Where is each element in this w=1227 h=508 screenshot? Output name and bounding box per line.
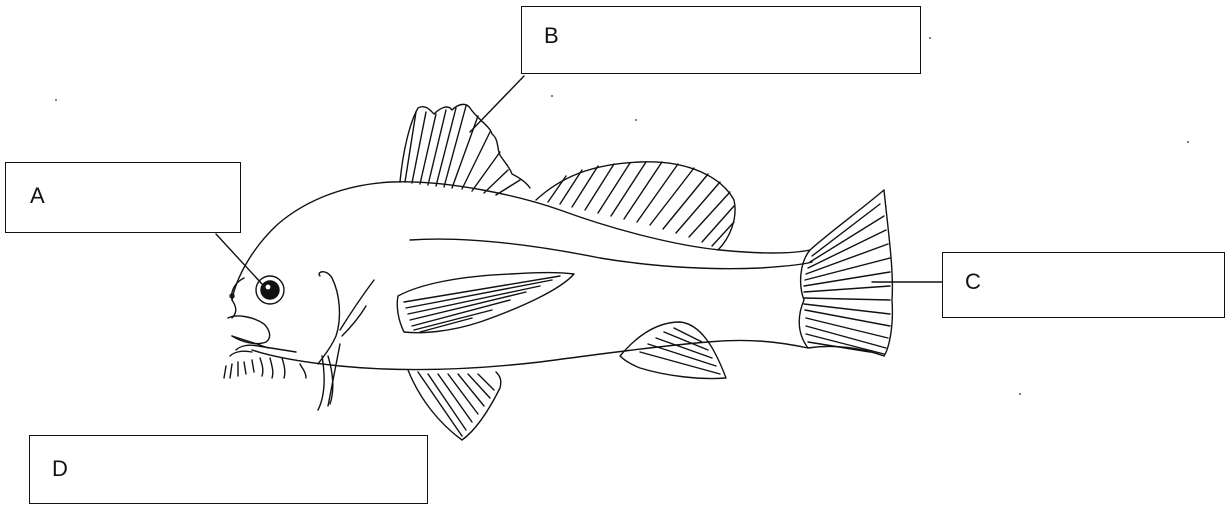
label-box-c[interactable]: C — [942, 252, 1225, 318]
label-box-d[interactable]: D — [29, 435, 428, 504]
label-letter-c: C — [965, 269, 981, 295]
label-box-b[interactable]: B — [521, 6, 921, 74]
label-letter-a: A — [30, 183, 45, 209]
leader-line-b — [470, 76, 524, 132]
fish-body — [232, 182, 810, 370]
anal-fin — [408, 370, 501, 440]
leader-line-d — [328, 344, 340, 406]
lateral-line — [410, 239, 812, 269]
soft-dorsal-fin — [536, 162, 735, 250]
chin-barbels — [224, 345, 306, 378]
pectoral-fin — [397, 273, 574, 333]
label-letter-b: B — [544, 23, 559, 49]
label-letter-d: D — [52, 456, 68, 482]
label-box-a[interactable]: A — [5, 162, 241, 233]
caudal-fin — [804, 190, 892, 356]
fish-eye — [256, 276, 284, 304]
gill-cover — [318, 272, 339, 364]
spiny-dorsal-fin — [400, 104, 530, 195]
